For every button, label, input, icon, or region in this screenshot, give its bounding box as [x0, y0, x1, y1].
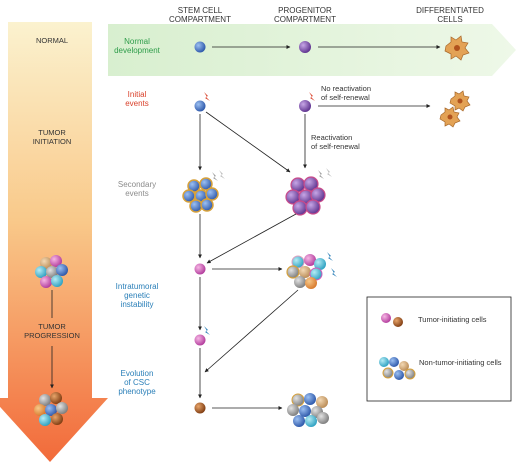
lightning-icon	[318, 170, 324, 179]
row-label-normal-development: Normal development	[114, 37, 160, 55]
row-label-evolution-csc: Evolution of CSC phenotype	[118, 369, 156, 396]
progenitor-cell-initial	[299, 100, 311, 112]
evolved-csc	[194, 402, 206, 414]
arrow-stem-to-progenitor-cluster	[205, 111, 291, 173]
lightning-icon	[327, 252, 333, 261]
tumor-initiating-cell	[194, 263, 206, 275]
differentiated-cell	[444, 35, 470, 61]
annotation-reactivation: Reactivation of self-renewal	[311, 133, 360, 151]
lightning-icon	[219, 170, 225, 179]
header-progenitor-compartment: PROGENITOR COMPARTMENT	[274, 6, 336, 24]
lightning-icon	[309, 92, 315, 101]
initiation-tumor-ball	[35, 255, 68, 288]
progression-tumor-ball	[34, 392, 68, 426]
stem-cell-initial	[194, 100, 206, 112]
lightning-icon	[331, 268, 337, 277]
progenitor-cell	[299, 41, 311, 53]
normal-development-band	[108, 24, 516, 76]
legend-non-tic-cluster	[379, 357, 416, 380]
stage-tumor-initiation: TUMOR INITIATION	[32, 128, 72, 146]
arrow-heterogeneous-to-evolution	[204, 289, 299, 373]
row-label-secondary-events: Secondary events	[117, 180, 157, 198]
row-label-initial-events: Initial events	[125, 90, 149, 108]
evolved-tumor-cluster	[287, 393, 329, 427]
stage-tumor-progression: TUMOR PROGRESSION	[24, 322, 80, 340]
progenitor-tumor-cluster	[285, 176, 326, 216]
stem-cell	[194, 41, 206, 53]
arrow-progenitor-cluster-to-tic	[206, 213, 297, 264]
legend-label-non-tic: Non-tumor-initiating cells	[419, 358, 502, 367]
legend-box	[366, 296, 512, 402]
row-label-intratumoral-instability: Intratumoral genetic instability	[115, 282, 159, 309]
legend-tic-brown	[393, 317, 403, 327]
lightning-icon	[204, 326, 210, 335]
lightning-icon	[212, 172, 218, 181]
stage-normal: NORMAL	[35, 36, 69, 45]
progression-arrow	[0, 22, 108, 462]
header-stem-compartment: STEM CELL COMPARTMENT	[169, 6, 231, 24]
lightning-icon	[326, 168, 332, 177]
tumor-initiating-cell-mutated	[194, 334, 206, 346]
differentiated-cells-pair	[439, 90, 471, 128]
stem-tumor-cluster	[182, 177, 219, 213]
header-differentiated-cells: DIFFERENTIATED CELLS	[416, 6, 484, 24]
lightning-icon	[204, 92, 210, 101]
legend-tic-pink	[381, 313, 391, 323]
legend-label-tic: Tumor-initiating cells	[418, 315, 487, 324]
heterogeneous-tumor-cluster	[286, 254, 326, 289]
annotation-no-reactivation: No reactivation of self-renewal	[321, 84, 372, 102]
